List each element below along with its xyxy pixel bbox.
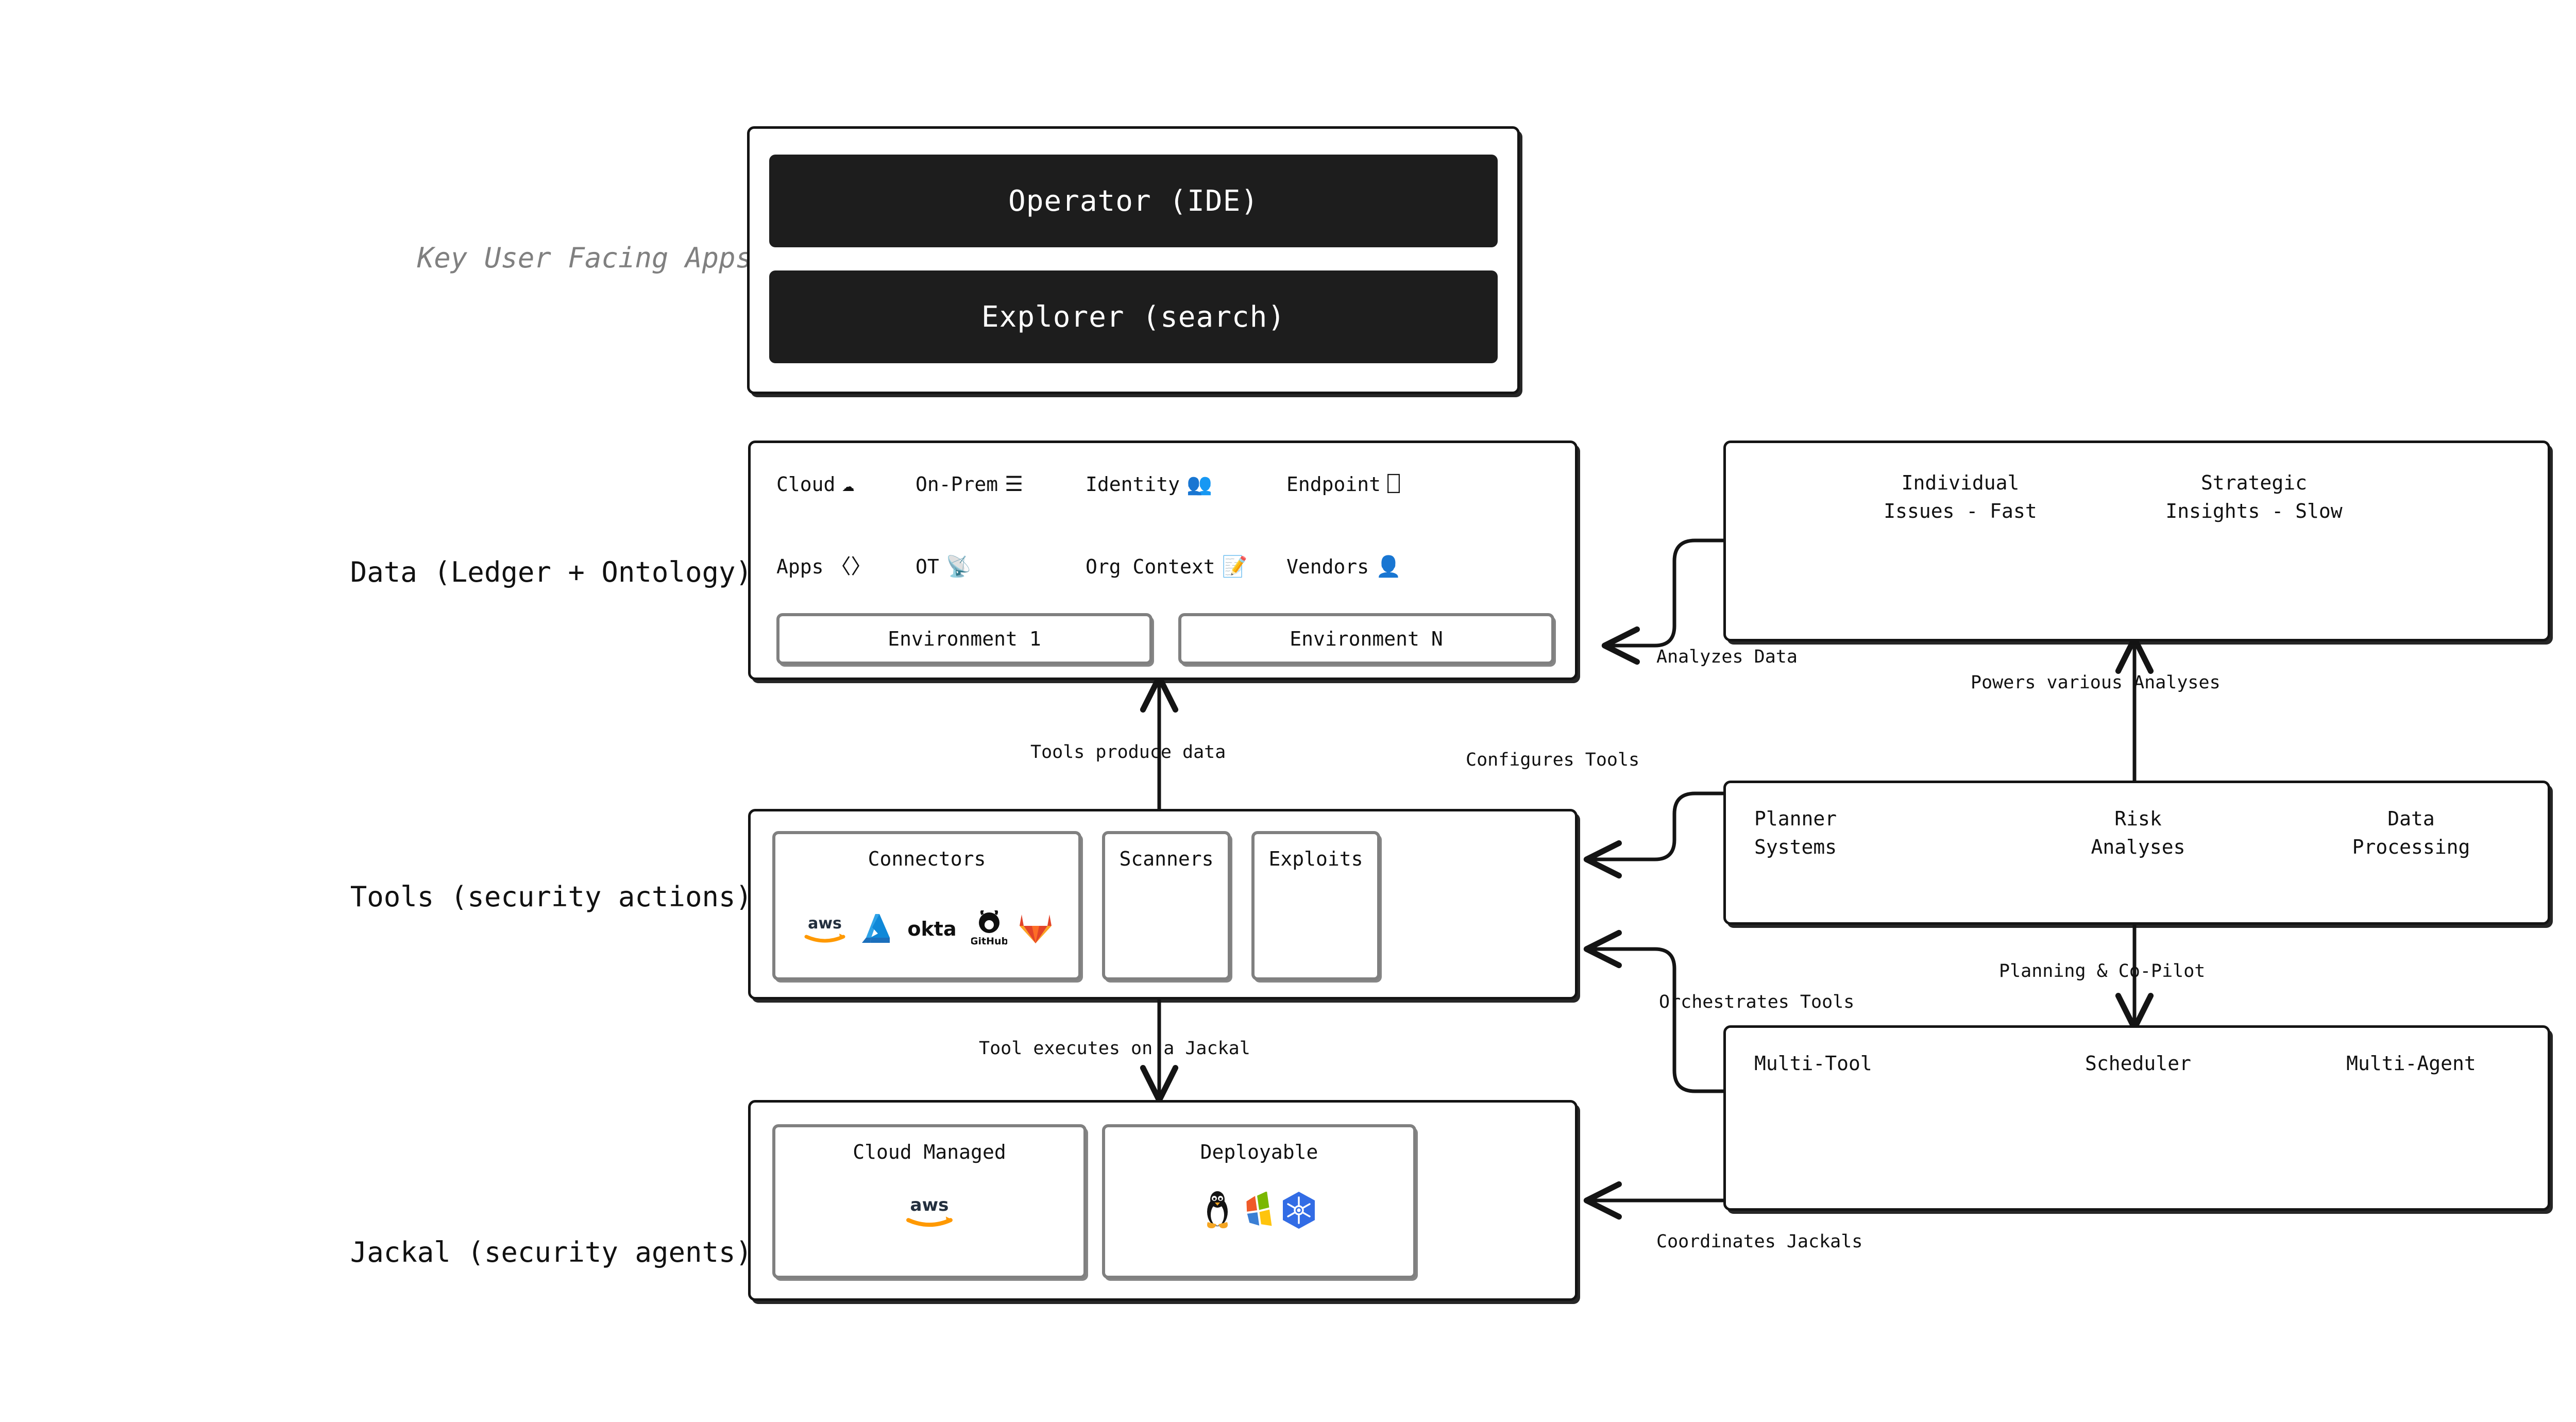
- data-group: Cloud ☁ On-Prem ☰ Identity 👥 Endpoint ⎕ …: [748, 441, 1578, 680]
- okta-logo: okta: [907, 918, 956, 940]
- agents-cell-data-processing[interactable]: Data Processing: [2352, 807, 2470, 859]
- linux-logo: [1207, 1191, 1228, 1228]
- github-logo: GitHub: [971, 910, 1007, 947]
- analysis-cell-individual-issues[interactable]: Individual Issues - Fast: [1884, 471, 2037, 523]
- deployable-title: Deployable: [1200, 1141, 1318, 1163]
- ai-agents-cells: Planner Systems Risk Analyses Data Proce…: [1754, 805, 2522, 861]
- connector-label-planning-copilot: Planning & Co-Pilot: [1999, 961, 2206, 981]
- analysis-engine-panel: Individual Issues - Fast Strategic Insig…: [1723, 441, 2550, 641]
- connector-label-configures-tools: Configures Tools: [1466, 750, 1640, 770]
- agents-cell-risk-analyses[interactable]: Risk Analyses: [2091, 807, 2185, 859]
- data-chip-endpoint[interactable]: Endpoint ⎕: [1286, 473, 1472, 496]
- connector-label-coordinates-jackals: Coordinates Jackals: [1656, 1231, 1863, 1252]
- azure-logo: [862, 914, 890, 943]
- cloud-managed-title: Cloud Managed: [853, 1141, 1006, 1163]
- task-cell-scheduler[interactable]: Scheduler: [2085, 1052, 2191, 1075]
- row-label-data-text: Data (Ledger + Ontology): [350, 555, 752, 588]
- gitlab-logo: [1020, 915, 1052, 943]
- server-rack-icon: ☰: [1005, 472, 1024, 496]
- data-chip-cloud-label: Cloud: [776, 473, 836, 496]
- svg-text:aws: aws: [808, 915, 842, 933]
- data-chip-org-context-label: Org Context: [1086, 555, 1215, 578]
- environment-n-card[interactable]: Environment N: [1178, 613, 1554, 665]
- data-chip-cloud[interactable]: Cloud ☁: [776, 473, 916, 496]
- agents-cell-planner-systems[interactable]: Planner Systems: [1754, 807, 1837, 859]
- aws-logo: aws: [906, 1195, 953, 1227]
- data-chip-on-prem[interactable]: On-Prem ☰: [916, 473, 1086, 496]
- cloud-managed-card[interactable]: Cloud Managed aws: [772, 1124, 1087, 1279]
- connectors-logo-row: aws okta GitHub: [801, 910, 1053, 947]
- data-chip-org-context[interactable]: Org Context 📝: [1086, 555, 1286, 578]
- connector-label-tools-produce-data: Tools produce data: [1030, 742, 1226, 763]
- tools-group: Connectors aws okta: [748, 809, 1578, 1000]
- satellite-dish-icon: 📡: [945, 555, 972, 579]
- explorer-search-app-button[interactable]: Explorer (search): [769, 270, 1498, 363]
- deployable-card[interactable]: Deployable: [1102, 1124, 1416, 1279]
- svg-text:okta: okta: [907, 918, 956, 940]
- key-user-facing-apps-group: Operator (IDE) Explorer (search): [747, 126, 1520, 394]
- kubernetes-logo: [1283, 1192, 1315, 1229]
- environment-n-label: Environment N: [1290, 628, 1443, 650]
- row-label-jackal: Jackal (security agents): [103, 1231, 752, 1273]
- task-cell-multi-agent[interactable]: Multi-Agent: [2346, 1052, 2476, 1075]
- operator-ide-label: Operator (IDE): [1008, 184, 1259, 218]
- cloud-icon: ☁: [842, 472, 855, 496]
- data-chip-row-1: Cloud ☁ On-Prem ☰ Identity 👥 Endpoint ⎕: [776, 470, 1554, 499]
- deployable-logo-row: [1201, 1190, 1317, 1230]
- data-chip-apps[interactable]: Apps 〈〉: [776, 555, 916, 578]
- svg-text:aws: aws: [910, 1195, 949, 1215]
- data-chip-row-2: Apps 〈〉 OT 📡 Org Context 📝 Vendors 👤: [776, 552, 1554, 581]
- vendor-person-icon: 👤: [1376, 555, 1401, 579]
- aws-logo: aws: [804, 915, 845, 943]
- environment-1-card[interactable]: Environment 1: [776, 613, 1153, 665]
- explorer-search-label: Explorer (search): [981, 300, 1286, 334]
- cloud-managed-logo-row: aws: [901, 1194, 958, 1228]
- windows-logo: [1246, 1192, 1272, 1226]
- data-chip-vendors[interactable]: Vendors 👤: [1286, 555, 1472, 578]
- operator-ide-app-button[interactable]: Operator (IDE): [769, 155, 1498, 247]
- people-icon: 👥: [1187, 472, 1212, 496]
- connector-label-tool-executes-on-a-jackal: Tool executes on a Jackal: [979, 1038, 1250, 1059]
- row-label-data: Data (Ledger + Ontology): [103, 551, 752, 592]
- connector-label-analyzes-data: Analyzes Data: [1656, 647, 1798, 667]
- data-chip-ot-label: OT: [916, 555, 939, 578]
- data-chip-identity[interactable]: Identity 👥: [1086, 473, 1286, 496]
- connector-label-orchestrates-tools: Orchestrates Tools: [1659, 992, 1855, 1012]
- row-label-key-user-facing-apps: Key User Facing Apps: [134, 237, 752, 278]
- task-cell-multi-tool[interactable]: Multi-Tool: [1754, 1052, 1872, 1075]
- data-chip-endpoint-label: Endpoint: [1286, 473, 1381, 496]
- data-chip-identity-label: Identity: [1086, 473, 1180, 496]
- data-chip-apps-label: Apps: [776, 555, 824, 578]
- scanners-card[interactable]: Scanners: [1102, 831, 1231, 980]
- document-pen-icon: 📝: [1222, 555, 1248, 579]
- analysis-cell-strategic-insights[interactable]: Strategic Insights - Slow: [2165, 471, 2343, 523]
- data-chip-ot[interactable]: OT 📡: [916, 555, 1086, 578]
- row-label-apps-text: Key User Facing Apps: [417, 241, 752, 274]
- row-label-tools: Tools (security actions): [103, 876, 752, 917]
- connectors-card[interactable]: Connectors aws okta: [772, 831, 1081, 980]
- row-label-jackal-text: Jackal (security agents): [350, 1235, 752, 1268]
- scanners-title: Scanners: [1119, 848, 1214, 870]
- data-chip-vendors-label: Vendors: [1286, 555, 1369, 578]
- connectors-title: Connectors: [868, 848, 986, 870]
- task-engine-cells: Multi-Tool Scheduler Multi-Agent: [1754, 1049, 2522, 1078]
- code-brackets-icon: 〈〉: [830, 555, 872, 579]
- row-label-tools-text: Tools (security actions): [350, 880, 752, 913]
- connector-label-powers-various-analyses: Powers various Analyses: [1971, 672, 2221, 693]
- environment-1-label: Environment 1: [888, 628, 1041, 650]
- exploits-title: Exploits: [1268, 848, 1363, 870]
- analysis-engine-cells: Individual Issues - Fast Strategic Insig…: [1754, 469, 2522, 526]
- data-chip-on-prem-label: On-Prem: [916, 473, 998, 496]
- task-engine-panel: Multi-Tool Scheduler Multi-Agent: [1723, 1025, 2550, 1211]
- exploits-card[interactable]: Exploits: [1251, 831, 1380, 980]
- svg-text:GitHub: GitHub: [971, 936, 1007, 947]
- laptop-icon: ⎕: [1387, 472, 1400, 496]
- jackal-group: Cloud Managed aws Deployable: [748, 1100, 1578, 1301]
- ai-agents-panel: Planner Systems Risk Analyses Data Proce…: [1723, 781, 2550, 925]
